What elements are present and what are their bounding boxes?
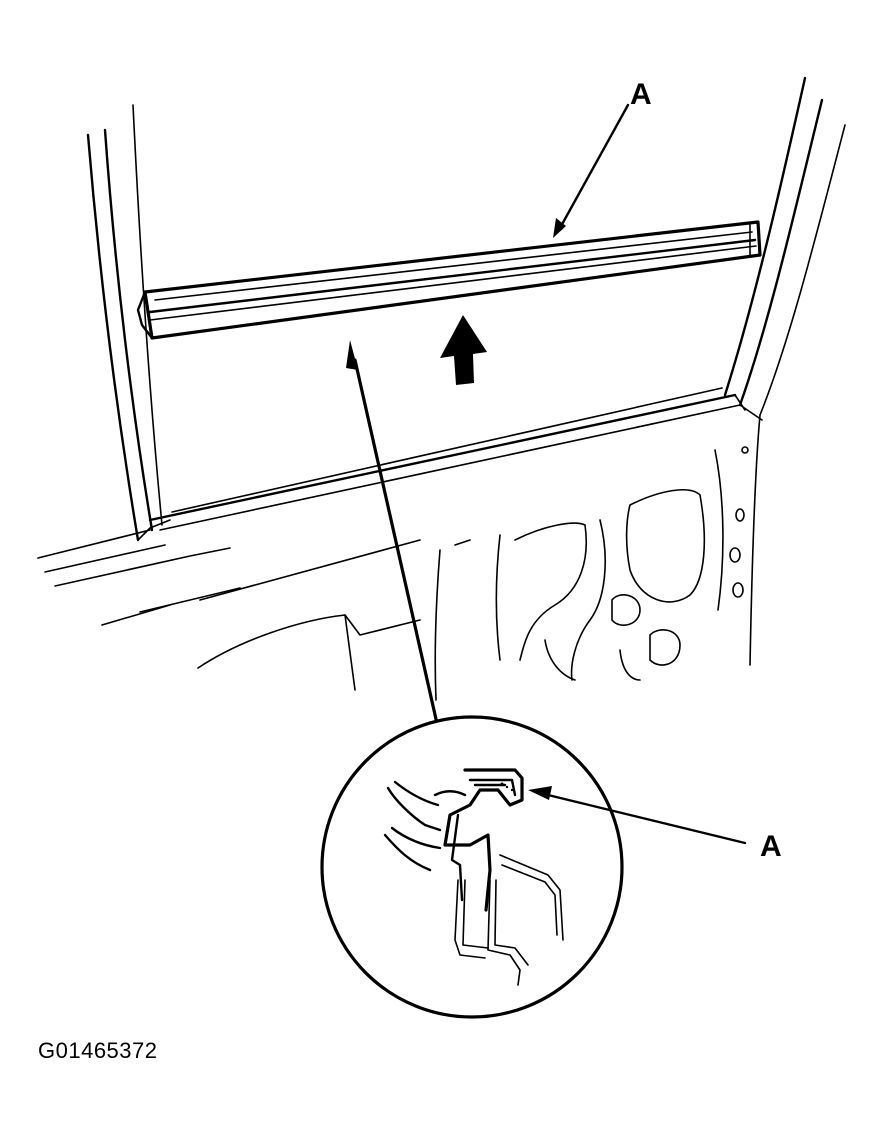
callout-leader-inset <box>528 786 747 845</box>
inner-door-panel <box>197 446 749 701</box>
figure-id: G01465372 <box>38 1038 158 1063</box>
belt-line <box>37 387 746 626</box>
front-window-frame <box>86 104 171 542</box>
callout-label-a-top: A <box>630 78 652 111</box>
up-arrow <box>440 315 487 385</box>
inset-leader-line <box>346 340 440 730</box>
callout-leader-top <box>553 103 630 238</box>
rear-window-frame <box>723 76 846 666</box>
weatherstrip-part-a <box>136 220 762 340</box>
callout-label-a-inset: A <box>760 830 782 863</box>
inset-detail-circle <box>320 715 624 1019</box>
